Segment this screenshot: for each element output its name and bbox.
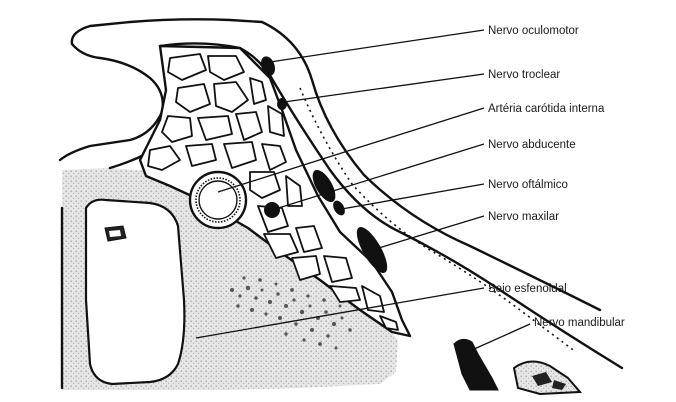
leader-mandibular [472, 324, 530, 350]
label-oftalmico: Nervo oftálmico [488, 179, 568, 191]
trochlear-nerve-shape [277, 98, 287, 110]
label-maxilar: Nervo maxilar [488, 211, 559, 223]
label-oculomotor: Nervo oculomotor [488, 25, 579, 37]
leader-oftalmico [336, 184, 484, 210]
label-seio: Seio esfenoidal [488, 283, 567, 295]
label-carotida: Artéria carótida interna [488, 103, 605, 115]
label-troclear: Nervo troclear [488, 69, 560, 81]
label-mandibular: Nervo mandibular [534, 317, 625, 329]
leader-oculomotor [270, 30, 484, 62]
label-abducente: Nervo abducente [488, 139, 576, 151]
sphenoid-sinus-cavity [86, 200, 184, 384]
internal-carotid-artery [190, 172, 246, 228]
mandibular-nerve-shape [454, 339, 498, 390]
